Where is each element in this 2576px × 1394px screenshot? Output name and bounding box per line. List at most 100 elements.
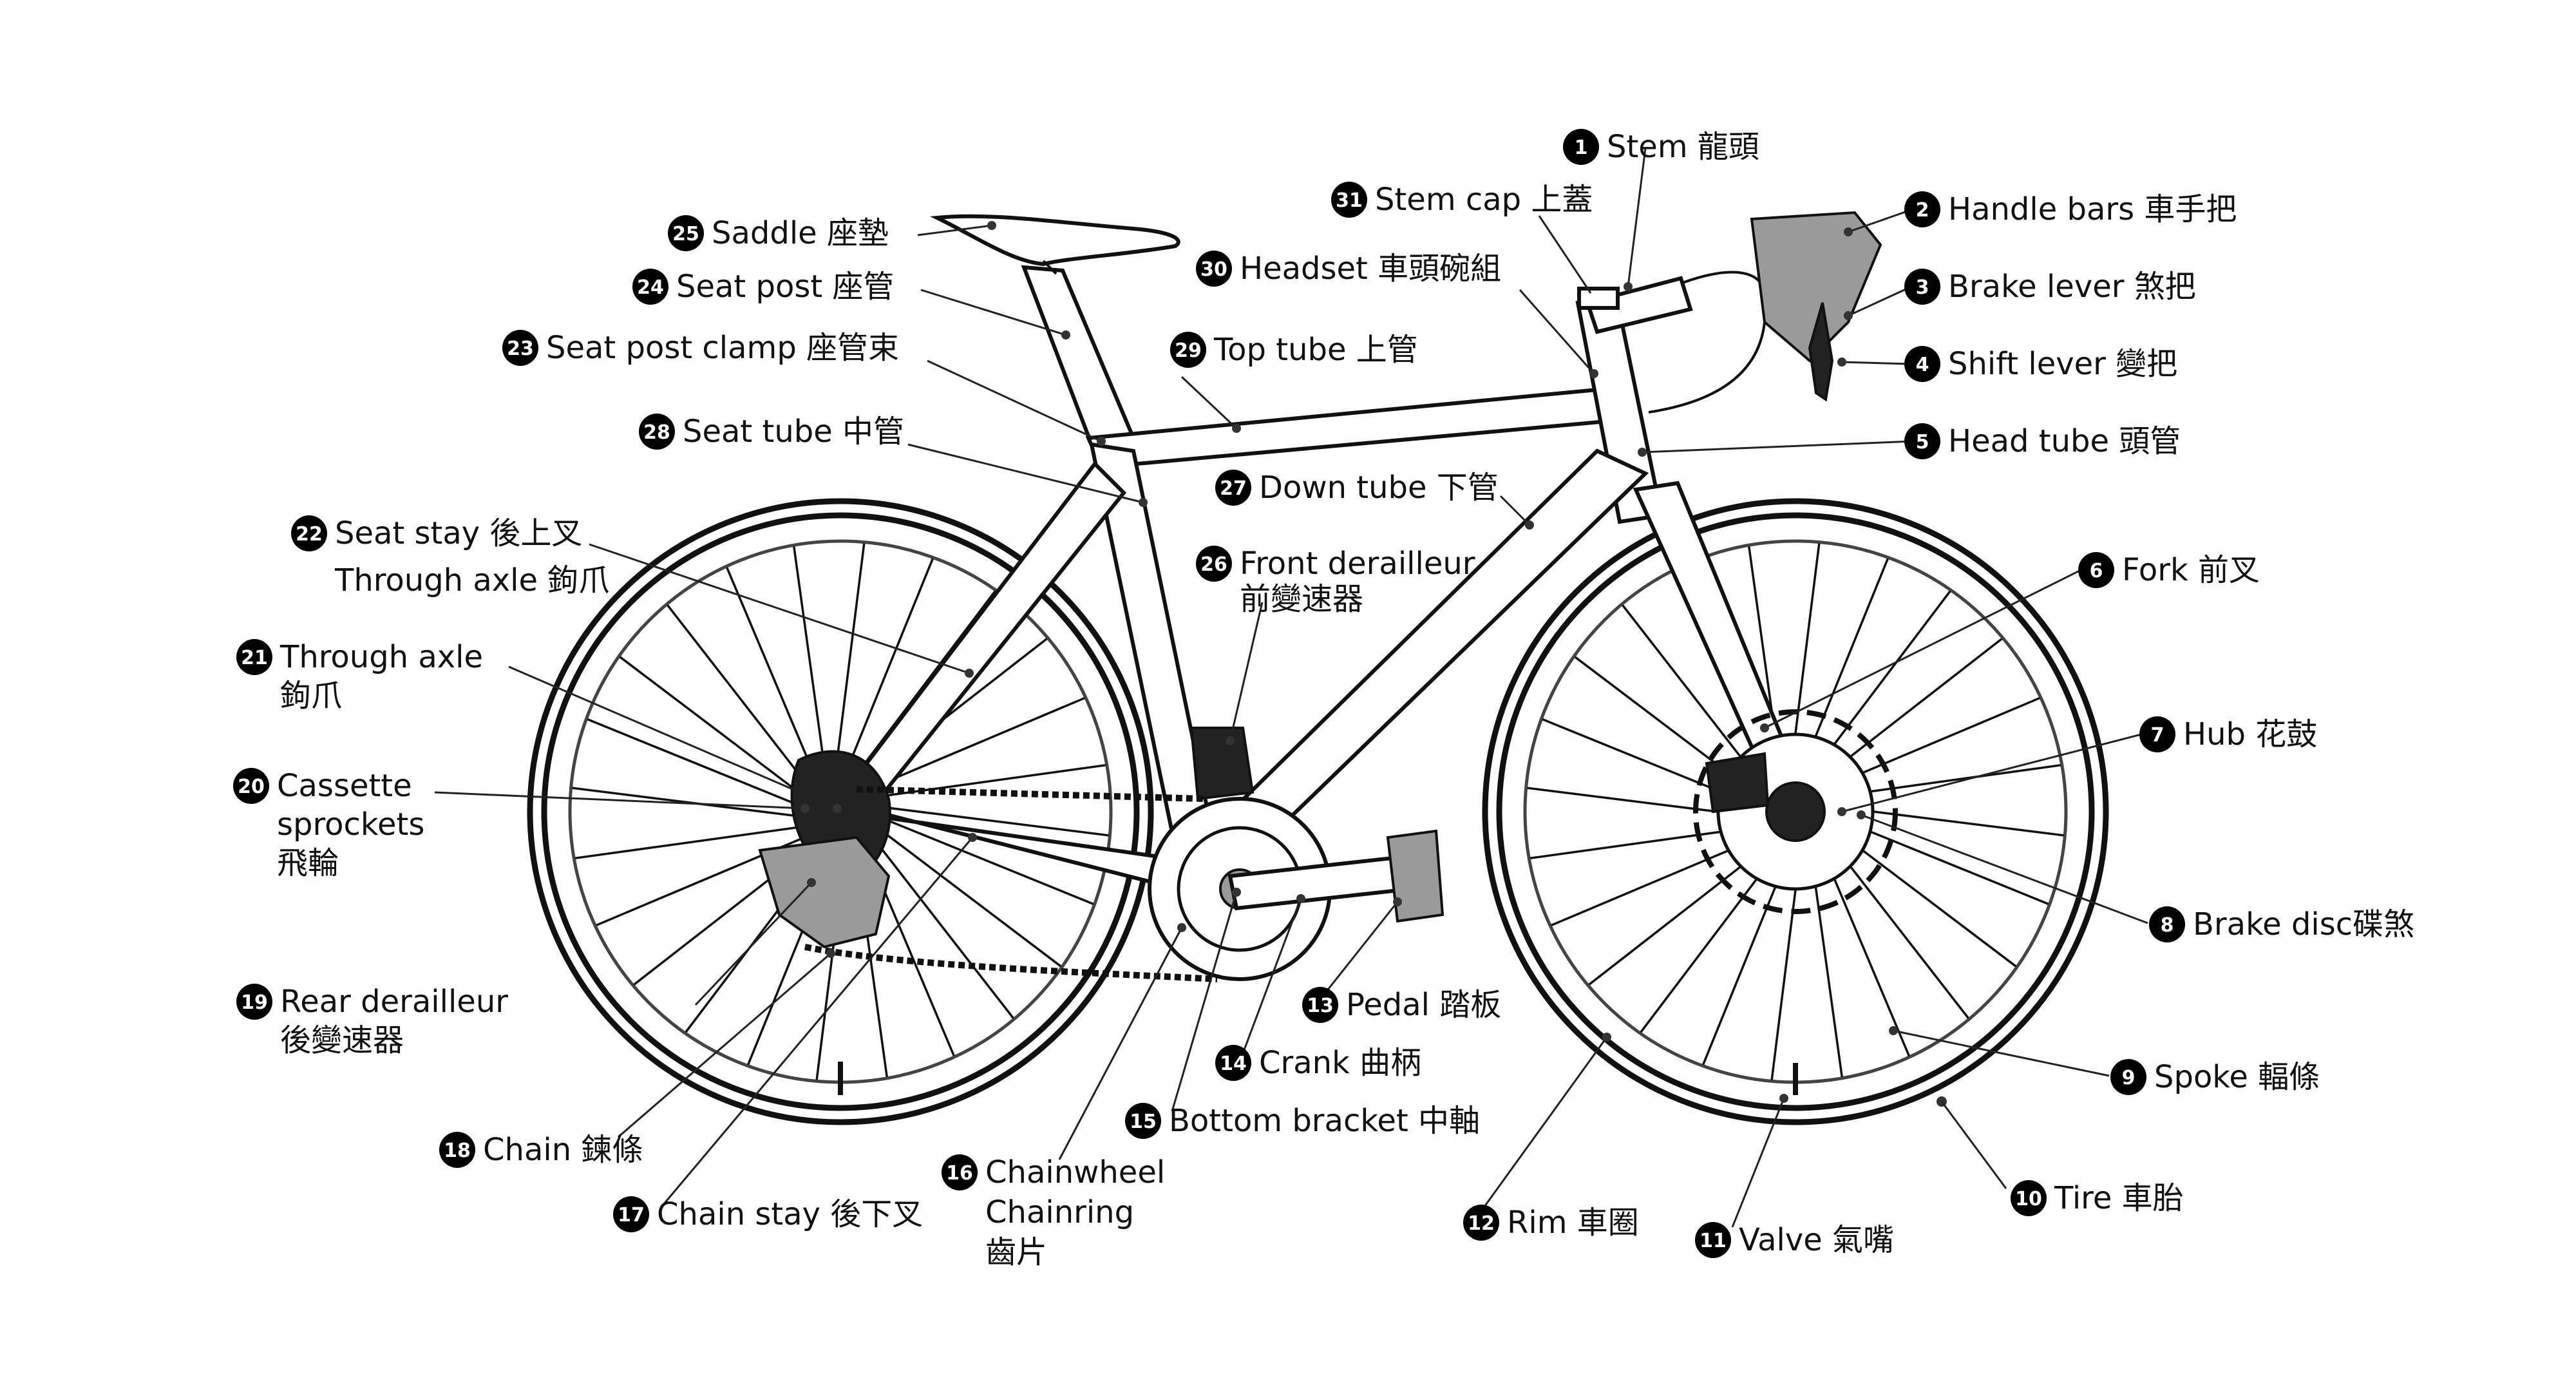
part-label-text: Headset 車頭碗組 — [1240, 251, 1501, 287]
number-badge — [233, 768, 269, 804]
part-label-31: 31 Stem cap 上蓋 — [1331, 182, 1593, 218]
part-label-text: Valve 氣嘴 — [1739, 1222, 1894, 1258]
badge-number: 24 — [637, 276, 664, 299]
badge-number: 2 — [1916, 199, 1929, 222]
number-badge — [1302, 987, 1338, 1023]
number-badge — [632, 269, 668, 305]
part-label-text: Saddle 座墊 — [712, 215, 889, 251]
badge-number: 30 — [1200, 258, 1227, 281]
leader-lines — [434, 148, 2148, 1228]
part-label-2: 2 Handle bars 車手把 — [1904, 191, 2237, 227]
number-badge — [1695, 1222, 1731, 1258]
number-badge — [1215, 470, 1251, 506]
number-badge — [942, 1154, 978, 1190]
spoke-line — [866, 810, 1094, 905]
badge-number: 28 — [643, 421, 670, 444]
spoke-line — [793, 546, 829, 790]
number-badge — [1904, 423, 1940, 459]
part-label-1: 1 Stem 龍頭 — [1563, 129, 1759, 165]
spoke-line — [575, 823, 819, 859]
badge-number: 5 — [1916, 431, 1929, 454]
part-label-30: 30 Headset 車頭碗組 — [1196, 251, 1501, 287]
part-label-text: Chainwheel — [985, 1154, 1165, 1190]
part-label-5: 5 Head tube 頭管 — [1904, 423, 2181, 459]
part-label-text: Seat tube 中管 — [683, 414, 904, 450]
part-label-text: Head tube 頭管 — [1948, 423, 2181, 459]
part-label-text: Seat stay 後上叉 — [335, 515, 582, 551]
badge-number: 17 — [618, 1204, 645, 1227]
part-label-text: Handle bars 車手把 — [1948, 191, 2237, 227]
spoke-line — [864, 817, 1062, 968]
part-label-15: 15 Bottom bracket 中軸 — [1125, 1103, 1480, 1139]
badge-number: 19 — [241, 991, 268, 1014]
number-badge — [2011, 1180, 2047, 1216]
number-badge — [1463, 1205, 1499, 1241]
number-badge — [639, 414, 675, 450]
part-label-text: Chain 鍊條 — [483, 1132, 643, 1168]
part-label-text: Seat post 座管 — [676, 269, 894, 305]
part-label-text: Shift lever 變把 — [1948, 346, 2177, 382]
number-badge — [2078, 552, 2114, 588]
part-label-text: Cassette — [277, 768, 412, 804]
badge-number: 23 — [507, 338, 534, 360]
part-label-text: 後變速器 — [280, 1022, 404, 1058]
spoke-line — [587, 718, 815, 813]
badge-number: 29 — [1175, 339, 1202, 362]
number-badge — [1331, 182, 1367, 218]
part-label-text: Top tube 上管 — [1213, 332, 1418, 368]
badge-number: 9 — [2122, 1067, 2136, 1089]
spoke-line — [832, 543, 866, 787]
number-badge — [439, 1132, 475, 1168]
part-label-text: 前變速器 — [1240, 581, 1363, 617]
part-label-29: 29 Top tube 上管 — [1170, 332, 1418, 368]
part-label-text: sprockets — [277, 807, 424, 843]
part-label-24: 24 Seat post 座管 — [632, 269, 894, 305]
badge-number: 31 — [1336, 189, 1363, 212]
badge-number: 27 — [1220, 477, 1247, 500]
spoke-line — [839, 558, 934, 787]
number-badge — [613, 1196, 649, 1232]
part-label-text: 齒片 — [985, 1234, 1047, 1270]
part-label-text: Front derailleur — [1240, 546, 1475, 582]
number-badge — [1196, 251, 1232, 287]
part-label-text: Stem cap 上蓋 — [1375, 182, 1593, 218]
part-label-text: 飛輪 — [277, 845, 339, 881]
part-label-text: Seat post clamp 座管束 — [546, 330, 899, 366]
number-badge — [1904, 269, 1940, 305]
badge-number: 21 — [241, 647, 268, 669]
badge-number: 15 — [1130, 1111, 1157, 1133]
part-label-text: Stem 龍頭 — [1607, 129, 1759, 165]
badge-number: 26 — [1200, 553, 1227, 576]
part-label-text: Through axle 鉤爪 — [334, 562, 609, 598]
bike-frame — [758, 211, 1898, 982]
part-label-22: 22 Seat stay 後上叉 Through axle 鉤爪 — [291, 515, 609, 598]
badge-number: 22 — [296, 523, 323, 546]
number-badge — [291, 515, 327, 551]
badge-number: 4 — [1916, 354, 1929, 376]
part-label-4: 4 Shift lever 變把 — [1904, 346, 2177, 382]
badge-number: 7 — [2151, 724, 2164, 747]
number-badge — [2149, 906, 2185, 942]
part-label-text: Bottom bracket 中軸 — [1169, 1103, 1480, 1139]
part-label-text: Pedal 踏板 — [1346, 987, 1501, 1023]
number-badge — [1170, 332, 1206, 368]
spoke-line — [619, 656, 817, 807]
number-badge — [236, 984, 272, 1020]
part-label-text: Rear derailleur — [280, 984, 508, 1020]
badge-number: 1 — [1575, 137, 1588, 159]
part-label-28: 28 Seat tube 中管 — [639, 414, 904, 450]
